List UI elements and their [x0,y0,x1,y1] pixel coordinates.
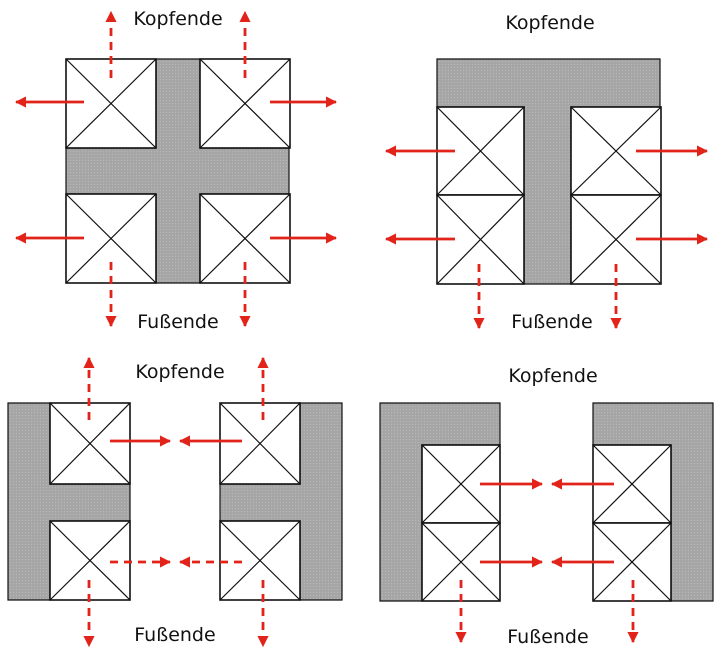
panel-cross: Kopfende Fußende [14,8,338,333]
foot-end-label: Fußende [507,626,588,648]
panel-split-corner: Kopfende Fußende [379,365,714,648]
panel-t-shape: Kopfende Fußende [384,12,709,333]
head-end-label: Kopfende [133,8,222,30]
foot-end-label: Fußende [137,311,218,333]
panel-split-outside: Kopfende Fußende [7,356,343,648]
bed [49,520,131,601]
foot-end-label: Fußende [511,311,592,333]
bed [219,520,301,601]
bed [219,402,301,485]
foot-end-label: Fußende [134,624,215,646]
head-end-label: Kopfende [505,12,594,34]
head-end-label: Kopfende [508,365,597,387]
head-end-label: Kopfende [135,361,224,383]
